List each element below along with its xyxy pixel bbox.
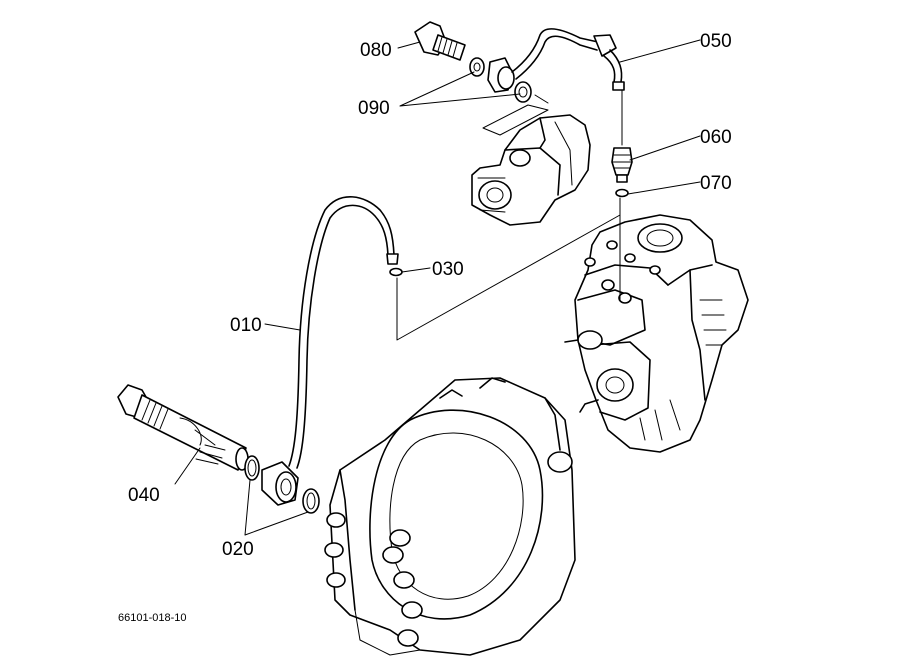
label-090: 090 [358,98,390,119]
label-030: 030 [432,259,464,280]
label-040: 040 [128,485,160,506]
footer-code: 66101-018-10 [118,612,187,624]
part-labels: 080 090 050 060 070 030 010 040 020 6610… [118,31,732,624]
callout-leaders [174,39,701,536]
washers-020 [244,455,320,514]
label-070: 070 [700,173,732,194]
transmission-housing [324,377,576,656]
washers-090 [469,57,532,103]
banjo-bolt-080 [414,21,466,61]
label-080: 080 [360,40,392,61]
hydraulic-pump [564,214,749,453]
pipe-010 [288,196,399,469]
o-ring-030 [389,267,403,277]
label-020: 020 [222,539,254,560]
hollow-bolt-040 [117,384,249,471]
label-010: 010 [230,315,262,336]
o-ring-070 [615,188,629,198]
connector-060 [611,147,633,183]
pipe-050 [511,28,625,91]
label-050: 050 [700,31,732,52]
valve-block [471,104,591,226]
label-060: 060 [700,127,732,148]
assembly-leaders [396,89,623,341]
